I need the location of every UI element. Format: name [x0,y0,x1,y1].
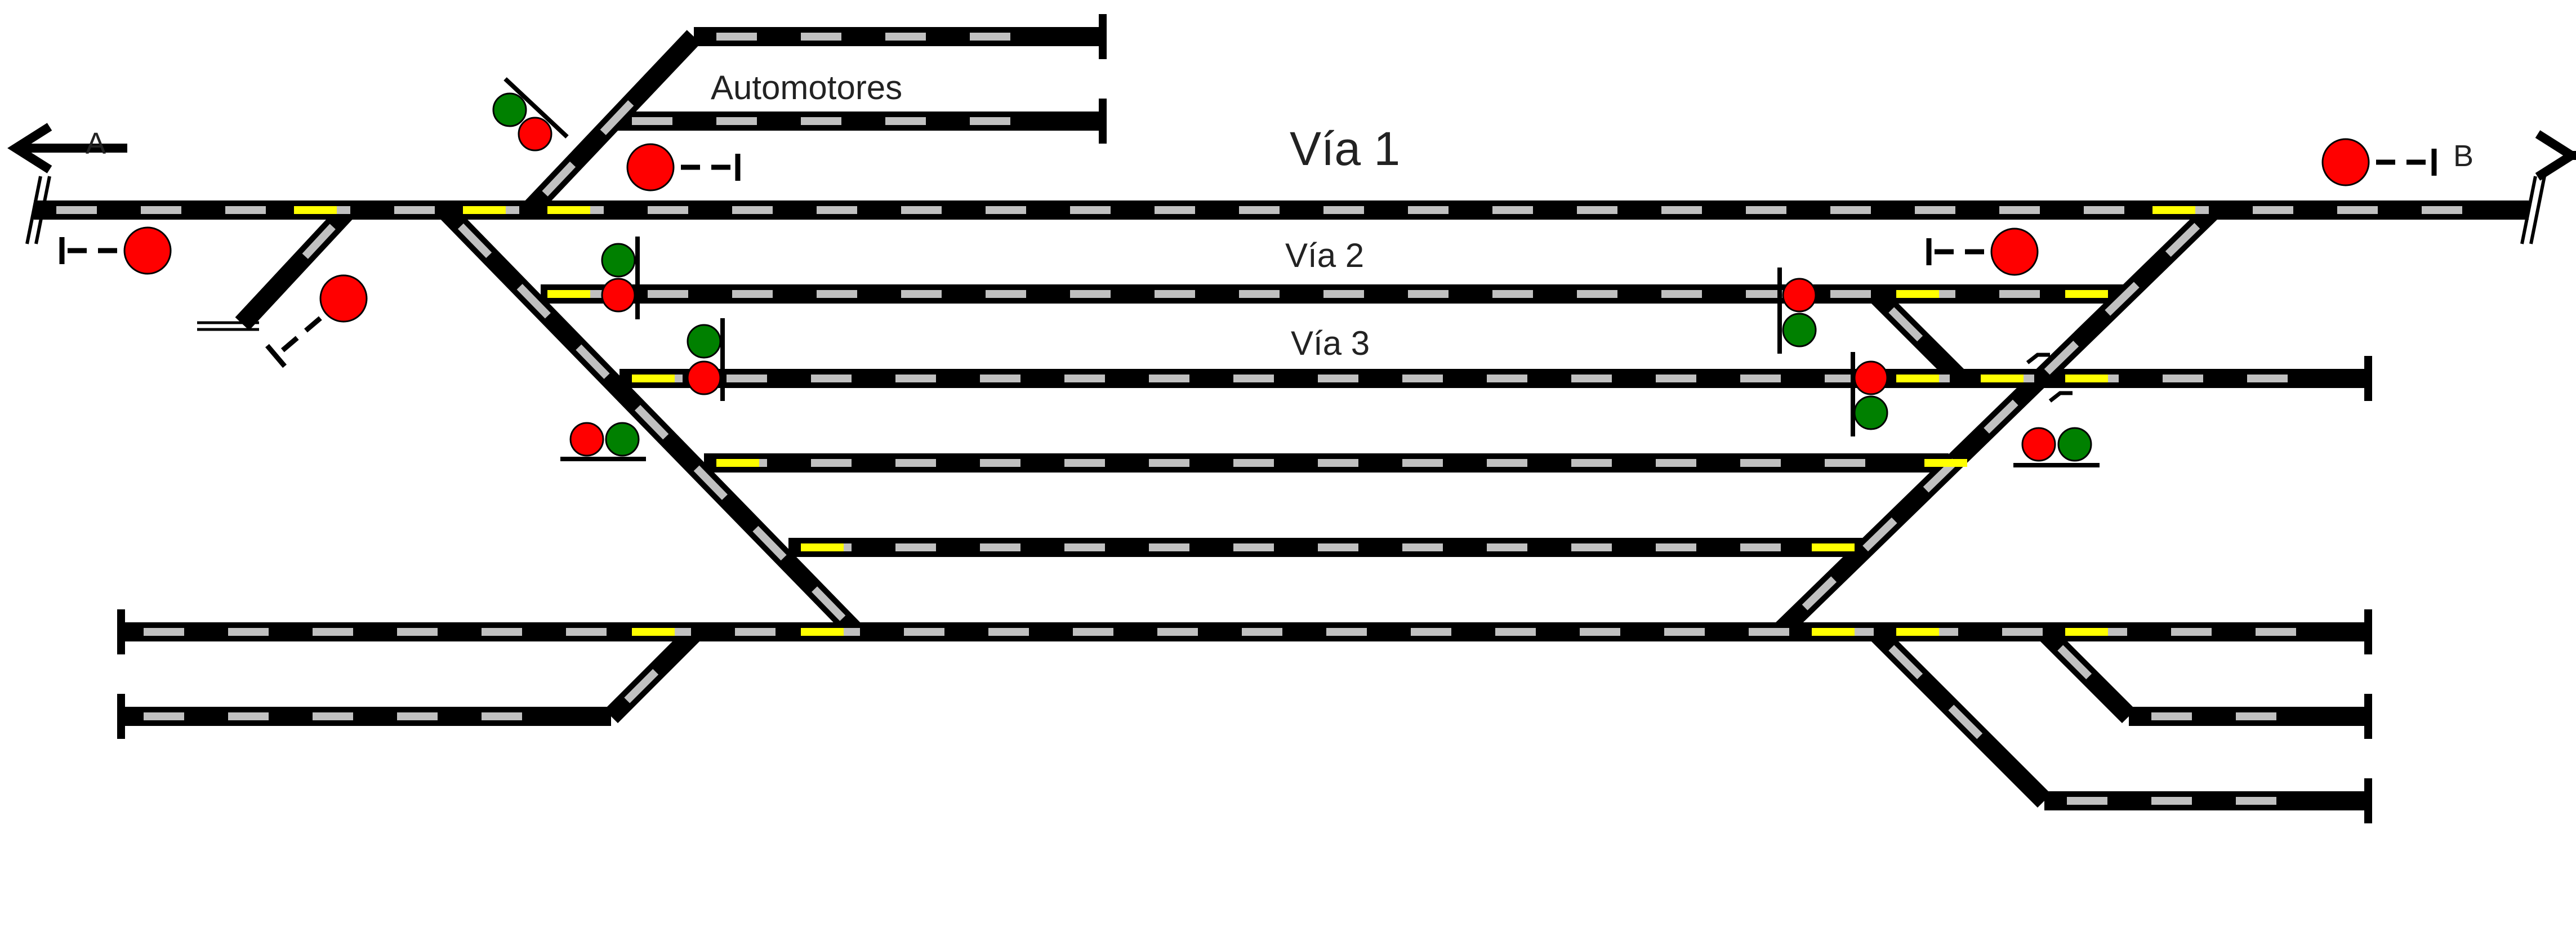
signal-icon [265,274,368,368]
markers-layer [294,206,2195,636]
signal-light-red [123,226,172,275]
sleeper [1862,517,1897,552]
sleeper [2057,645,2092,680]
sleeper [1948,705,1983,739]
rails-layer [34,27,2529,810]
sleepers-layer [56,33,2462,805]
signal-light-green [2057,427,2092,462]
signal-icon [687,318,725,401]
signal-light-green [605,422,640,457]
sleeper [1888,645,1923,680]
signal-light-red [2021,427,2056,462]
sleeper [1888,307,1923,342]
signal-light-green [1782,313,1817,347]
signal-light-green [687,324,721,359]
signal-icon [560,422,646,461]
signal-icon [1926,228,2039,276]
sleeper [634,405,669,440]
track-end-break [25,176,42,244]
sleeper [457,223,492,258]
track-end-break [2520,176,2537,244]
signal-light-red [569,422,604,457]
arrow-right-icon [2535,130,2576,181]
sleeper [302,224,336,259]
signal-base [265,344,287,368]
signal-light-red [2321,138,2370,186]
signal-light-green [1853,395,1888,430]
end-b-label: B [2453,139,2474,173]
signal-icon [2013,427,2100,467]
sleeper [812,586,846,621]
railcar-siding-label: Automotores [711,69,903,106]
signal-light-red [1990,228,2039,276]
signal-light-red [518,117,552,151]
signal-icon [2321,138,2437,186]
sleeper [2165,222,2200,257]
arrow-head [7,123,52,173]
fixtures-layer [7,14,2576,823]
signal-light-red [687,360,721,395]
signal-icon [1851,352,1888,436]
sleeper [1802,576,1837,610]
track-end-break [34,176,51,244]
signal-bar [503,77,569,139]
signal-light-red [1853,360,1888,395]
track-end-break [2529,176,2546,244]
sleeper [1984,399,2018,434]
sleeper [624,668,659,703]
sleeper [693,465,728,500]
track-1-label: Vía 1 [1290,122,1401,175]
sleeper [516,284,551,319]
sleeper [2044,341,2079,375]
signal-icon [59,226,172,275]
sleeper [542,161,576,197]
signal-icon [492,77,569,151]
signal-light-red [626,143,675,191]
signal-light-green [492,92,527,127]
arrow-head [2535,130,2576,181]
switch-indicator [2026,353,2050,364]
sleeper [2105,282,2140,316]
switch-indicator [2048,391,2073,403]
signal-light-red [319,274,368,323]
arrow-left-icon [7,123,127,173]
track-2-label: Vía 2 [1285,237,1365,274]
signal-light-red [1782,278,1817,313]
sleeper [576,344,610,379]
signal-icon [1777,268,1817,354]
signal-icon [601,237,640,319]
sleeper [600,100,634,135]
track-3-label: Vía 3 [1291,324,1370,362]
signal-light-red [601,278,636,313]
signal-icon [626,143,741,191]
signal-light-green [601,243,636,278]
sleeper [752,525,787,561]
end-a-label: A [86,127,106,161]
